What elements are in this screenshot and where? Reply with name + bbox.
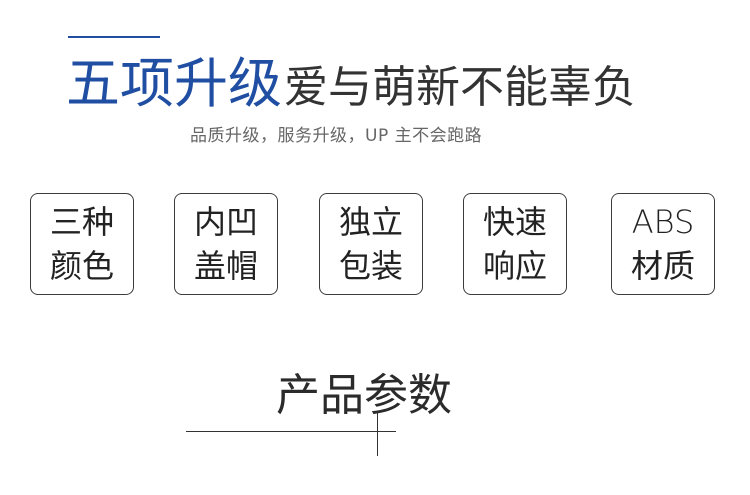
section-vertical-divider — [377, 412, 378, 456]
feature-box-abs-material: ABS 材质 — [611, 193, 715, 295]
feature-label-line1: 内凹 — [193, 203, 258, 241]
section-underline — [186, 431, 396, 432]
feature-label-line2: 盖帽 — [193, 247, 258, 285]
feature-box-individual-packaging: 独立 包装 — [319, 193, 423, 295]
feature-label-line2: 材质 — [630, 247, 695, 285]
feature-label-line2: 颜色 — [49, 247, 114, 285]
section-title: 产品参数 — [276, 370, 452, 421]
feature-label-line1: 三种 — [49, 203, 114, 241]
headline-rest-text: 爱与萌新不能辜负 — [284, 62, 636, 113]
feature-box-fast-response: 快速 响应 — [463, 193, 567, 295]
feature-label-line2: 响应 — [482, 247, 547, 285]
feature-label-line2: 包装 — [338, 247, 403, 285]
headline: 五项升级爱与萌新不能辜负 — [66, 50, 636, 131]
feature-box-recessed-cap: 内凹 盖帽 — [174, 193, 278, 295]
feature-box-colors: 三种 颜色 — [30, 193, 134, 295]
headline-accent-line — [68, 36, 160, 38]
headline-accent-text: 五项升级 — [66, 52, 282, 115]
feature-label-line1: 独立 — [338, 203, 403, 241]
subtitle: 品质升级，服务升级，UP 主不会跑路 — [190, 126, 483, 146]
feature-label-line1: ABS — [631, 203, 695, 241]
feature-label-line1: 快速 — [482, 203, 547, 241]
